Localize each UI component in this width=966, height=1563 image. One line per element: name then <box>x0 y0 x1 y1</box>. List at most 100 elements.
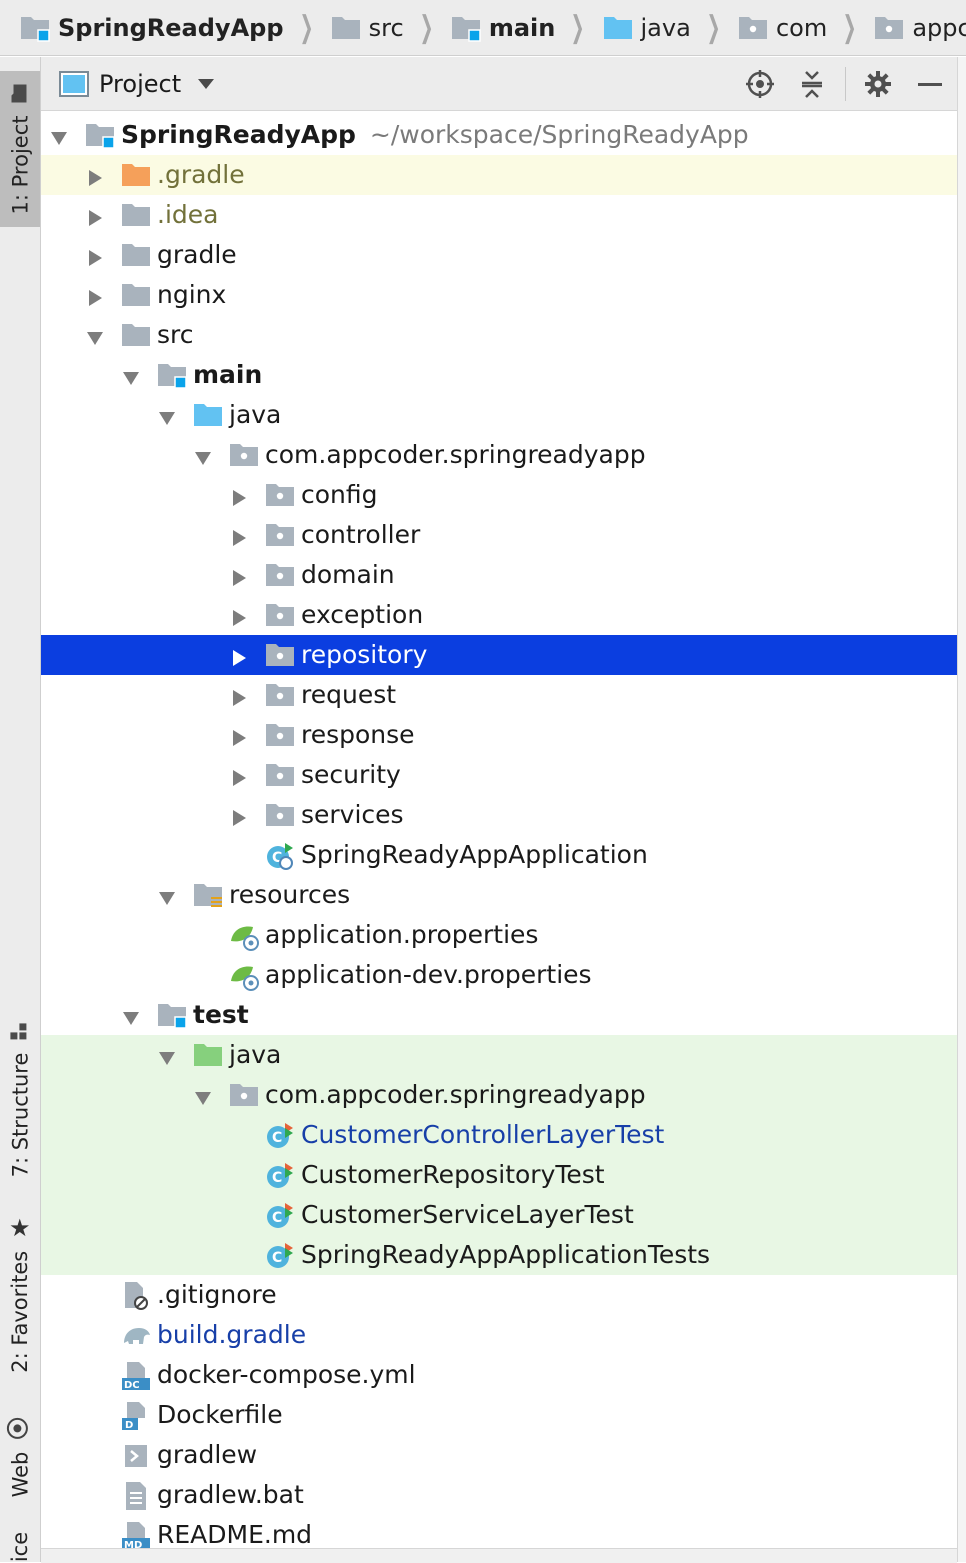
expand-arrow-down-icon[interactable] <box>193 1085 213 1105</box>
tree-node-repository[interactable]: repository <box>41 635 957 675</box>
tree-node-exception[interactable]: exception <box>41 595 957 635</box>
tree-node-gradlew[interactable]: gradlew <box>41 1435 957 1475</box>
package-icon <box>265 721 295 749</box>
expand-arrow-right-icon[interactable] <box>85 165 105 186</box>
tree-node-nginx[interactable]: nginx <box>41 275 957 315</box>
tree-node-label: test <box>193 1000 249 1029</box>
tree-node-label: SpringReadyApp~/workspace/SpringReadyApp <box>121 120 749 149</box>
expand-arrow-right-icon[interactable] <box>85 245 105 266</box>
tree-node-label: gradle <box>157 240 237 269</box>
expand-arrow-down-icon[interactable] <box>121 1005 141 1025</box>
expand-arrow-down-icon[interactable] <box>49 125 69 145</box>
module-folder-icon <box>85 121 115 149</box>
tree-node-build-gradle[interactable]: build.gradle <box>41 1315 957 1355</box>
expand-arrow-right-icon[interactable] <box>85 205 105 226</box>
expand-arrow-down-icon[interactable] <box>85 325 105 345</box>
tree-node-gitignore[interactable]: .gitignore <box>41 1275 957 1315</box>
tree-node-test[interactable]: test <box>41 995 957 1035</box>
horizontal-scrollbar[interactable] <box>41 1548 957 1563</box>
package-icon <box>265 561 295 589</box>
tree-node-controller[interactable]: controller <box>41 515 957 555</box>
package-icon <box>265 801 295 829</box>
locate-icon[interactable] <box>744 68 776 100</box>
tree-node-java[interactable]: java <box>41 1035 957 1075</box>
tree-node-services[interactable]: services <box>41 795 957 835</box>
favorites-tool-button[interactable]: 2: Favorites★ <box>0 1210 40 1380</box>
tree-node-idea[interactable]: .idea <box>41 195 957 235</box>
resources-folder-icon <box>193 881 223 909</box>
tree-node-label: gradlew <box>157 1440 258 1469</box>
package-icon <box>874 14 904 42</box>
tree-node-request[interactable]: request <box>41 675 957 715</box>
tree-node-com-appcoder-springreadyapp[interactable]: com.appcoder.springreadyapp <box>41 1075 957 1115</box>
expand-arrow-right-icon[interactable] <box>85 285 105 306</box>
expand-arrow-right-icon[interactable] <box>229 605 249 626</box>
services-tool-button[interactable]: ice <box>0 1532 40 1562</box>
structure-tool-button[interactable]: 7: Structure <box>0 1015 40 1185</box>
breadcrumb-item-java[interactable]: java❯ <box>603 10 738 45</box>
expand-arrow-down-icon[interactable] <box>157 405 177 425</box>
module-folder-icon <box>157 1001 187 1029</box>
tree-node-domain[interactable]: domain <box>41 555 957 595</box>
breadcrumb-item-src[interactable]: src❯ <box>331 10 451 45</box>
breadcrumb-item-main[interactable]: main❯ <box>451 10 603 45</box>
expand-arrow-right-icon[interactable] <box>229 685 249 706</box>
settings-gear-icon[interactable] <box>862 68 894 100</box>
tree-node-gradle[interactable]: .gradle <box>41 155 957 195</box>
tree-node-gradlew-bat[interactable]: gradlew.bat <box>41 1475 957 1515</box>
chevron-down-icon[interactable] <box>197 78 215 90</box>
project-view-selector[interactable]: Project <box>99 69 182 98</box>
expand-arrow-down-icon[interactable] <box>157 885 177 905</box>
tree-node-resources[interactable]: resources <box>41 875 957 915</box>
tree-node-main[interactable]: main <box>41 355 957 395</box>
source-folder-icon <box>603 14 633 42</box>
breadcrumb-item-springreadyapp[interactable]: SpringReadyApp❯ <box>20 10 331 45</box>
project-tool-button[interactable]: 1: Project <box>0 71 40 227</box>
expand-arrow-right-icon[interactable] <box>229 805 249 826</box>
breadcrumb-label: SpringReadyApp <box>58 13 284 42</box>
svg-text:C: C <box>272 1210 282 1226</box>
expand-arrow-right-icon[interactable] <box>229 725 249 746</box>
test-class-icon: C <box>265 1241 295 1269</box>
tree-node-gradle[interactable]: gradle <box>41 235 957 275</box>
tree-node-security[interactable]: security <box>41 755 957 795</box>
hide-minus-icon[interactable] <box>914 68 946 100</box>
globe-icon <box>7 1417 34 1439</box>
star-icon: ★ <box>9 1214 31 1243</box>
expand-arrow-right-icon[interactable] <box>229 765 249 786</box>
tree-node-application-properties[interactable]: application.properties <box>41 915 957 955</box>
package-icon <box>738 14 768 42</box>
tree-node-config[interactable]: config <box>41 475 957 515</box>
tree-node-application-dev-properties[interactable]: application-dev.properties <box>41 955 957 995</box>
breadcrumb-item-appcoder[interactable]: appcoder❯ <box>874 10 966 45</box>
folder-icon <box>121 241 151 269</box>
tree-node-label: application-dev.properties <box>265 960 592 989</box>
web-tool-button[interactable]: Web <box>0 1402 40 1512</box>
tree-node-response[interactable]: response <box>41 715 957 755</box>
right-scroll-edge[interactable] <box>957 57 966 1562</box>
expand-arrow-down-icon[interactable] <box>157 1045 177 1065</box>
tree-node-com-appcoder-springreadyapp[interactable]: com.appcoder.springreadyapp <box>41 435 957 475</box>
expand-arrow-down-icon[interactable] <box>193 445 213 465</box>
tree-node-src[interactable]: src <box>41 315 957 355</box>
expand-arrow-right-icon[interactable] <box>229 525 249 546</box>
expand-arrow-down-icon[interactable] <box>121 365 141 385</box>
collapse-all-icon[interactable] <box>796 68 828 100</box>
expand-arrow-right-icon[interactable] <box>229 645 249 666</box>
tree-node-label: Dockerfile <box>157 1400 283 1429</box>
tree-node-java[interactable]: java <box>41 395 957 435</box>
svg-text:C: C <box>272 1250 282 1266</box>
tree-node-springreadyapp[interactable]: SpringReadyApp~/workspace/SpringReadyApp <box>41 115 957 155</box>
expand-arrow-right-icon[interactable] <box>229 485 249 506</box>
breadcrumb-item-com[interactable]: com❯ <box>738 10 874 45</box>
tree-node-label: config <box>301 480 378 509</box>
expand-arrow-right-icon[interactable] <box>229 565 249 586</box>
